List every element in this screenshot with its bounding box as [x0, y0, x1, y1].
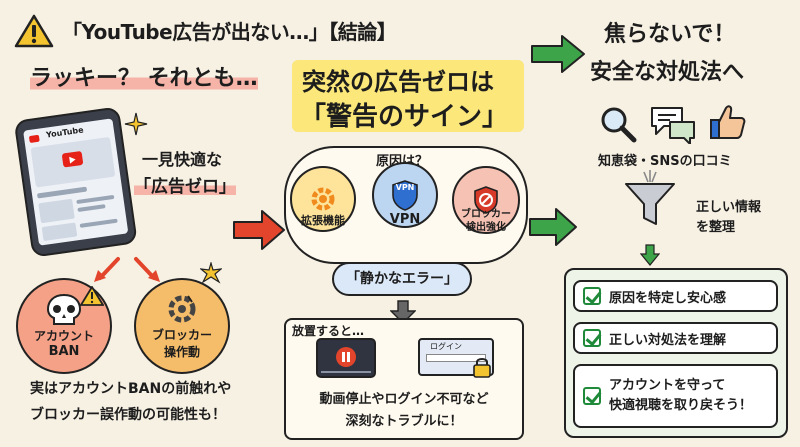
- filter-line1: 正しい情報: [696, 200, 762, 215]
- cause-extension: [290, 166, 356, 232]
- check-item-1-label: 原因を特定し安心感: [609, 290, 727, 306]
- phone-illustration: [13, 105, 140, 263]
- check-item-3: アカウントを守って 快適視聴を取り戻そう！: [573, 364, 778, 428]
- broken-gear-icon: [168, 295, 196, 323]
- check-item-1: 原因を特定し安心感: [573, 280, 778, 312]
- center-title-line1: 突然の広告ゼロは: [302, 68, 494, 96]
- checkbox-icon: [583, 329, 601, 347]
- silent-error-pill: [332, 262, 472, 296]
- chat-bubbles-icon: [648, 104, 698, 148]
- solution-sources: 知恵袋・SNSの口コミ: [598, 154, 732, 169]
- risk-note-line1: 実はアカウントBANの前触れや: [30, 381, 232, 397]
- account-ban-line1: アカウント: [33, 329, 94, 343]
- check-item-2-label: 正しい対処法を理解: [609, 332, 727, 348]
- magnifier-icon: [598, 104, 638, 148]
- blocker-line2: 操作動: [163, 345, 200, 359]
- login-field: [426, 354, 486, 362]
- silent-error-text: 「静かなエラー」: [346, 271, 458, 287]
- filter-line2: を整理: [696, 220, 736, 235]
- check-item-2: 正しい対処法を理解: [573, 322, 778, 354]
- red-arrow-big: [232, 208, 286, 256]
- cause-extension-label: 拡張機能: [301, 214, 345, 227]
- cause-vpn: [372, 162, 438, 228]
- green-arrow-mid: [528, 206, 578, 252]
- sparkle-icon: [124, 112, 148, 140]
- risk-note-line2: ブロッカー誤作動の可能性も！: [30, 407, 226, 423]
- lock-icon: [472, 356, 492, 382]
- thumbs-up-icon: [708, 102, 748, 146]
- page-title: 「YouTube広告が出ない…」【結論】: [62, 20, 397, 44]
- funnel-icon: [622, 170, 678, 234]
- burst-icon: [199, 260, 223, 288]
- center-title-line2: 「警告のサイン」: [300, 102, 509, 132]
- cause-vpn-badge: VPN: [395, 183, 415, 192]
- skull-icon: [46, 293, 82, 325]
- cause-blocker-label: ブロッカー 検出強化: [461, 209, 511, 233]
- center-title-box: [292, 60, 524, 132]
- page-subtitle: ラッキー？ それとも…: [30, 60, 258, 92]
- block-icon: [474, 186, 498, 214]
- checkbox-icon: [583, 287, 601, 305]
- account-ban-line2: BAN: [48, 344, 80, 359]
- consequence-heading: 放置すると…: [292, 324, 365, 338]
- green-arrow-top: [530, 34, 586, 78]
- cause-vpn-label: VPN: [389, 212, 421, 227]
- right-title-line2: 安全な対処法へ: [590, 60, 745, 85]
- red-arrow-left: [92, 256, 122, 288]
- shield-vpn-icon: [392, 180, 418, 211]
- green-down-arrow: [639, 244, 661, 270]
- down-arrow: [389, 300, 417, 328]
- check-item-3-label: アカウントを守って 快適視聴を取り戻そう！: [609, 378, 753, 413]
- red-arrow-right: [132, 256, 162, 288]
- small-warning-icon: [79, 285, 105, 310]
- login-label: ログイン: [430, 342, 462, 351]
- cause-blocker: [452, 166, 520, 234]
- blocker-line1: ブロッカー: [151, 328, 212, 342]
- checkbox-icon: [583, 387, 601, 405]
- warning-icon: [14, 14, 54, 52]
- consequence-text-line2: 深刻なトラブルに！: [345, 414, 463, 429]
- blocker-malfunction-badge: ブロッカー 操作動: [134, 278, 230, 374]
- consequence-text-line1: 動画停止やログイン不可など: [319, 392, 489, 407]
- gear-icon: [311, 187, 335, 211]
- video-stopped-icon: [316, 338, 376, 382]
- phone-caption-line2: 「広告ゼロ」: [134, 172, 236, 197]
- right-title-line1: 焦らないで！: [604, 22, 736, 47]
- phone-caption-line1: 一見快適な: [142, 150, 223, 169]
